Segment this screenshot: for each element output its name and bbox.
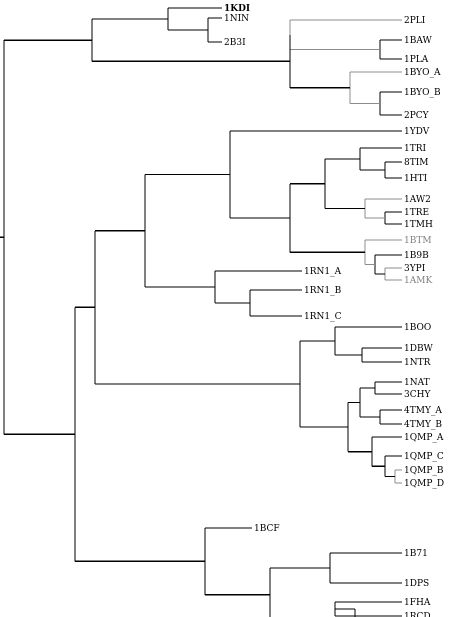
leaf-label: 1QMP_D (404, 479, 444, 489)
leaf-label: 1NTR (404, 358, 431, 368)
leaf-label: 1KDI (224, 4, 250, 14)
leaf-label: 1BTM (404, 236, 432, 246)
leaf-label: 4TMY_B (404, 420, 442, 430)
leaf-label: 1AW2 (404, 195, 431, 205)
leaf-label: 1FHA (404, 598, 431, 608)
leaf-label: 8TIM (404, 158, 429, 168)
leaf-label: 1DPS (404, 579, 429, 589)
leaf-label: 1BAW (404, 36, 432, 46)
leaf-label: 1B71 (404, 549, 428, 559)
leaf-label: 1RN1_A (304, 267, 342, 277)
leaf-label: 2B3I (224, 38, 246, 48)
leaf-label: 1PLA (404, 55, 429, 65)
leaf-label: 1QMP_B (404, 466, 444, 476)
leaf-label: 1BCF (254, 524, 280, 534)
leaf-label: 2PLI (404, 16, 426, 26)
leaf-label: 1B9B (404, 251, 429, 261)
leaf-label: 1NIN (224, 14, 249, 24)
leaf-label: 1HTI (404, 174, 428, 184)
leaf-label: 1TRE (404, 208, 429, 218)
leaf-label: 1AMK (404, 276, 432, 286)
leaf-label: 4TMY_A (404, 406, 442, 416)
leaf-label: 1TRI (404, 144, 427, 154)
leaf-label: 3YPI (404, 264, 426, 274)
leaf-label: 1YDV (404, 127, 430, 137)
leaf-label: 2PCY (404, 111, 430, 121)
leaf-label: 1RCD (404, 612, 431, 617)
leaf-label: 1BOO (404, 323, 431, 333)
leaf-label: 3CHY (404, 390, 431, 400)
leaf-label: 1TMH (404, 220, 433, 230)
leaf-label: 1BYO_A (404, 68, 441, 78)
leaf-label: 1BYO_B (404, 88, 441, 98)
leaf-label: 1NAT (404, 378, 430, 388)
leaf-label: 1QMP_C (404, 452, 444, 462)
leaf-label: 1RN1_B (304, 286, 342, 296)
leaf-label: 1QMP_A (404, 433, 444, 443)
leaf-label: 1DBW (404, 344, 434, 354)
leaf-label: 1RN1_C (304, 312, 342, 322)
